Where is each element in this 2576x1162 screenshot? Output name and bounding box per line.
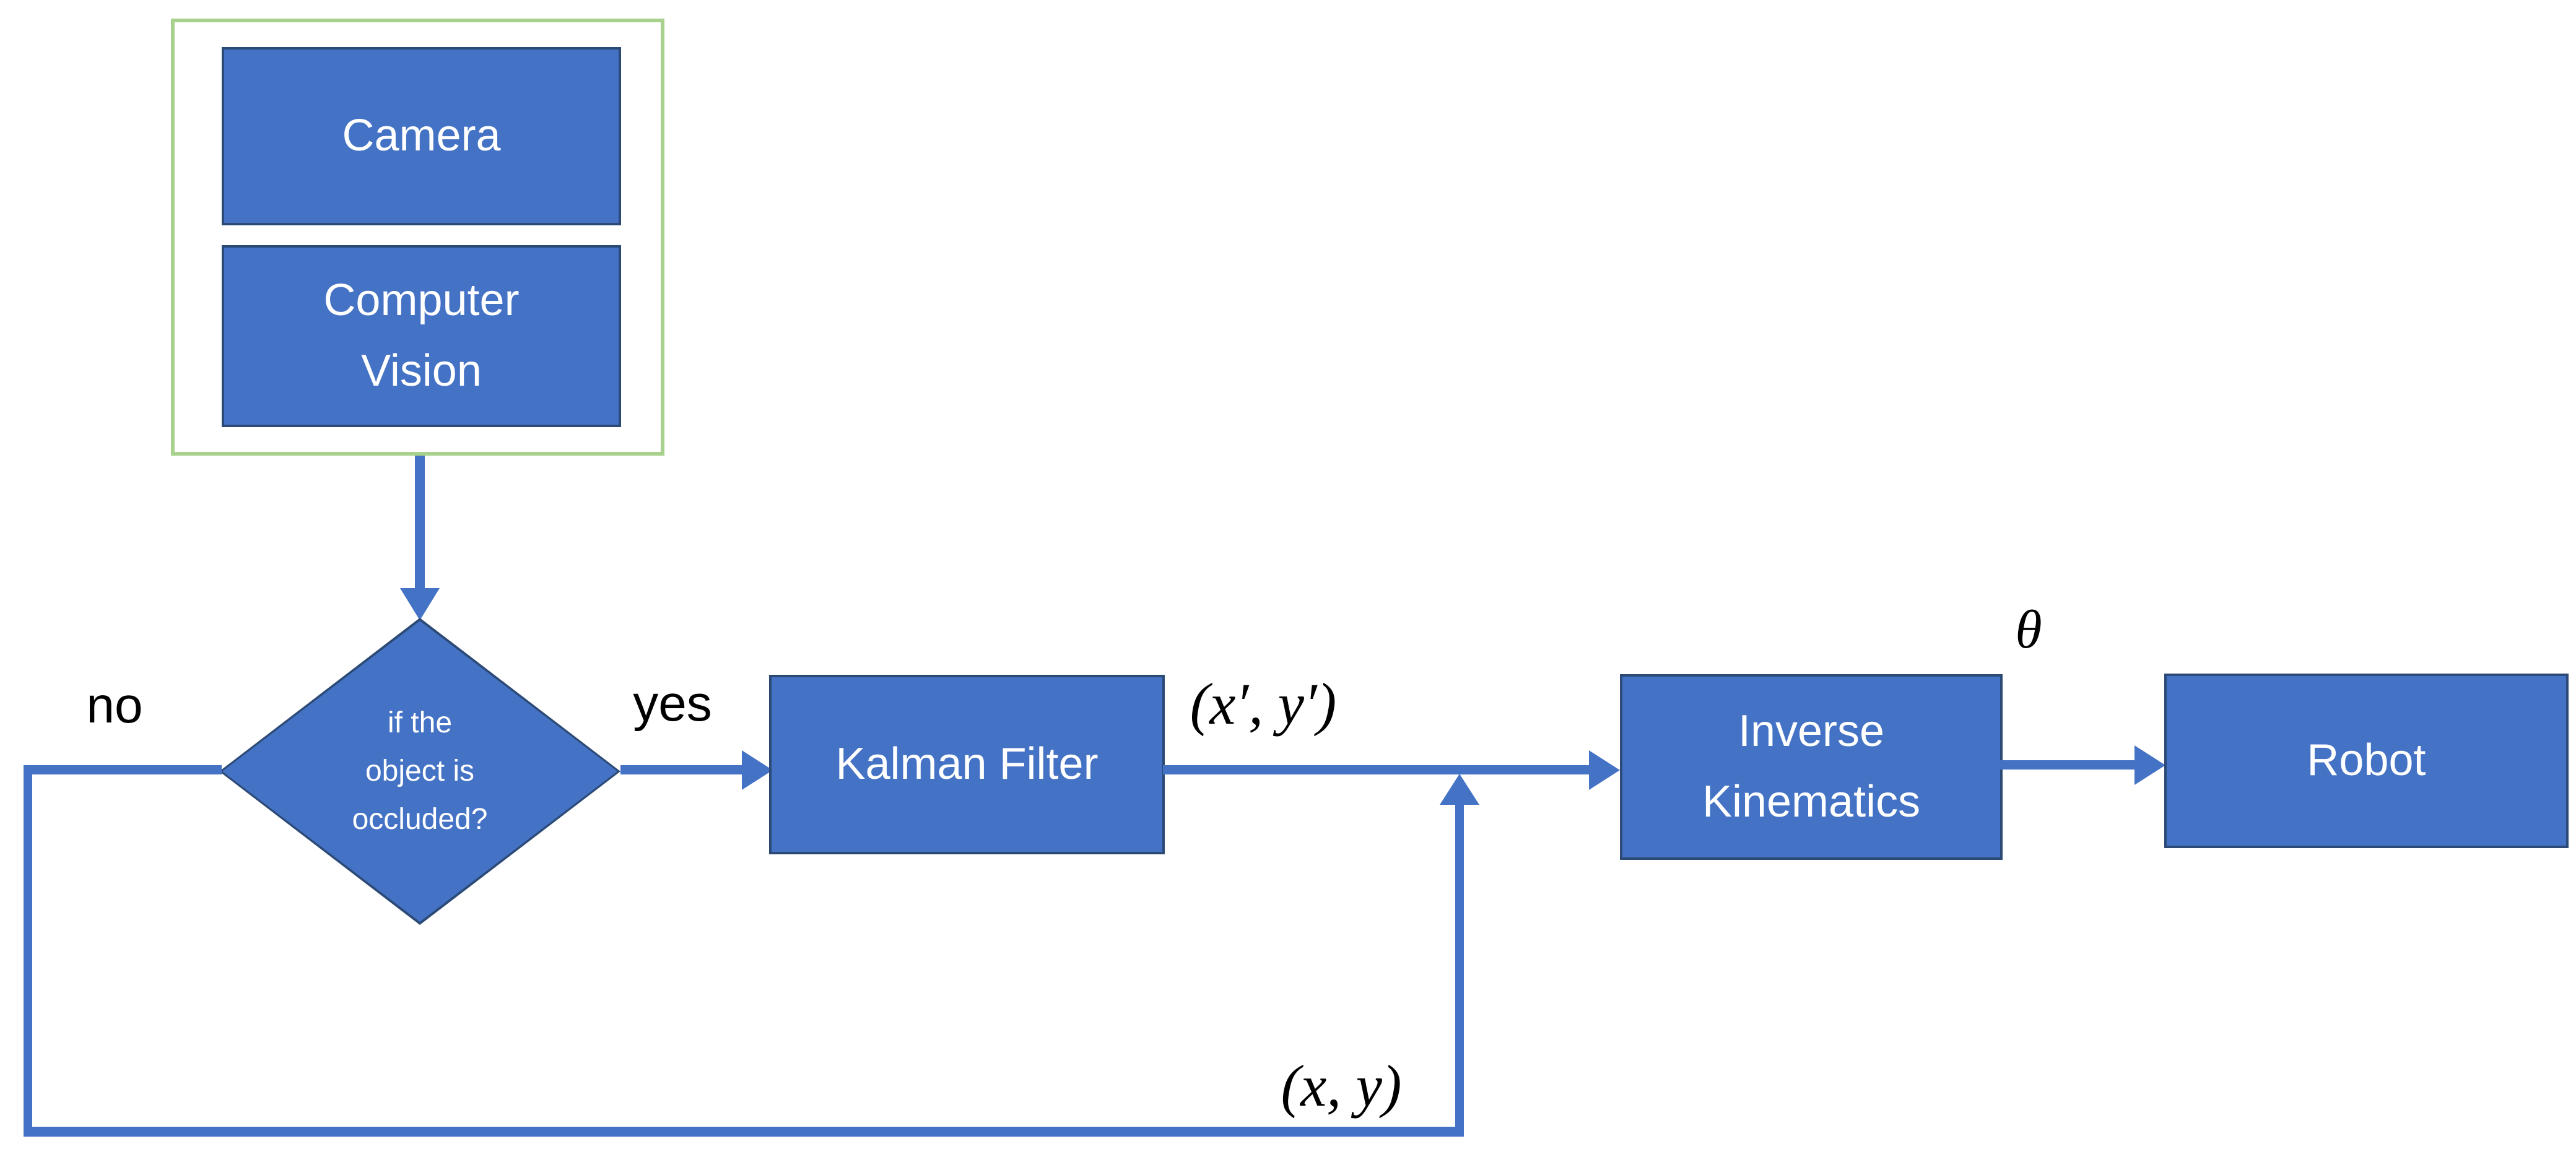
computer-vision-box: Computer Vision — [222, 245, 621, 427]
connector-feedback-left-vertical — [24, 765, 32, 1137]
label-theta: θ — [2015, 600, 2042, 660]
kalman-filter-box: Kalman Filter — [769, 675, 1165, 854]
connector-ik-to-robot — [2000, 760, 2136, 770]
decision-label: if the object is occluded? — [219, 618, 620, 925]
arrowhead-into-kalman-icon — [742, 750, 773, 790]
label-kalman-output: (x′, y′) — [1190, 671, 1337, 737]
connector-feedback-up-vertical — [1455, 802, 1464, 1137]
vision-group-border — [171, 19, 664, 456]
decision-label-line1: if the — [387, 706, 453, 740]
kalman-filter-label: Kalman Filter — [835, 739, 1099, 789]
arrowhead-feedback-join-icon — [1440, 774, 1479, 805]
robot-box: Robot — [2164, 674, 2569, 848]
inverse-kinematics-label: Inverse Kinematics — [1702, 706, 1921, 826]
connector-decision-to-kalman — [620, 765, 744, 774]
computer-vision-label: Computer Vision — [323, 275, 520, 396]
arrowhead-into-ik-icon — [1589, 750, 1620, 790]
label-feedback: (x, y) — [1281, 1053, 1402, 1119]
decision-label-line3: occluded? — [352, 802, 488, 836]
inverse-kinematics-box: Inverse Kinematics — [1620, 674, 2003, 860]
decision-diamond: if the object is occluded? — [219, 618, 620, 925]
label-no: no — [86, 677, 143, 734]
camera-label: Camera — [342, 111, 501, 161]
connector-cv-to-decision — [415, 456, 425, 593]
connector-decision-no-horizontal — [24, 765, 222, 774]
camera-box: Camera — [222, 47, 621, 225]
robot-label: Robot — [2307, 735, 2426, 786]
connector-kalman-to-ik — [1163, 765, 1590, 774]
decision-label-line2: object is — [365, 755, 475, 788]
arrowhead-into-decision-icon — [400, 588, 440, 620]
connector-feedback-bottom — [24, 1127, 1464, 1137]
label-yes: yes — [633, 675, 712, 732]
arrowhead-into-robot-icon — [2134, 745, 2165, 785]
